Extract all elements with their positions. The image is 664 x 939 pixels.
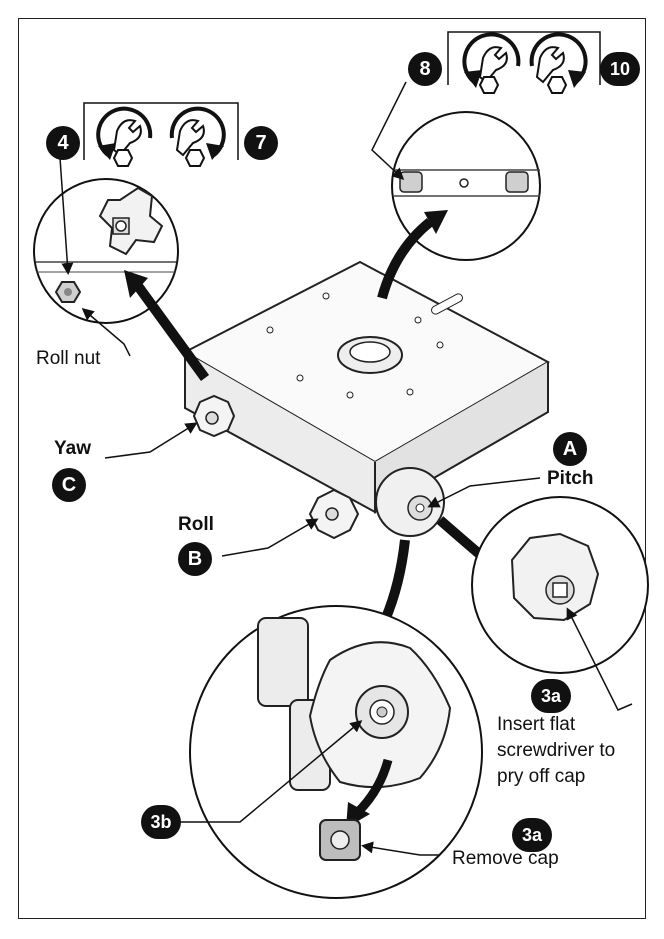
loosen-nut-icon (96, 106, 153, 167)
cap-detail-circle (471, 496, 649, 674)
curved-arrow-icon (377, 210, 448, 300)
roll-knob (308, 488, 360, 540)
wrench-bracket-8-10 (447, 31, 601, 85)
tighten-nut-icon (529, 32, 588, 94)
roll-b-badge: B (178, 542, 212, 576)
step-10-badge: 10 (600, 52, 640, 86)
knob-closeup-circle (189, 605, 483, 899)
pitch-label: Pitch (547, 468, 594, 489)
step-3a-badge: 3a (531, 679, 571, 713)
step-3b-badge: 3b (141, 805, 181, 839)
roll-nut-detail-circle (33, 178, 179, 324)
step-8-badge: 8 (408, 52, 442, 86)
wrench-bracket-4-7 (83, 102, 239, 160)
roll-label: Roll (178, 514, 214, 535)
roll-nut-label: Roll nut (36, 348, 101, 369)
instruction-line-3: pry off cap (497, 766, 586, 787)
remove-cap-label: Remove cap (452, 848, 559, 869)
yaw-label: Yaw (54, 438, 91, 459)
yaw-c-badge: C (52, 468, 86, 502)
pitch-a-badge: A (553, 432, 587, 466)
leader-lines (59, 81, 633, 856)
tighten-nut-icon (169, 106, 226, 167)
yaw-knob (192, 394, 236, 438)
pitch-knob (375, 467, 445, 537)
instruction-line-2: screwdriver to (497, 740, 616, 761)
step-3a-badge: 3a (512, 818, 552, 852)
step-7-badge: 7 (244, 126, 278, 160)
loosen-nut-icon (462, 32, 521, 94)
mount-body (182, 260, 551, 514)
instruction-line-1: Insert flat (497, 714, 576, 735)
step-4-badge: 4 (46, 126, 80, 160)
curved-arrow-icon (124, 270, 210, 381)
